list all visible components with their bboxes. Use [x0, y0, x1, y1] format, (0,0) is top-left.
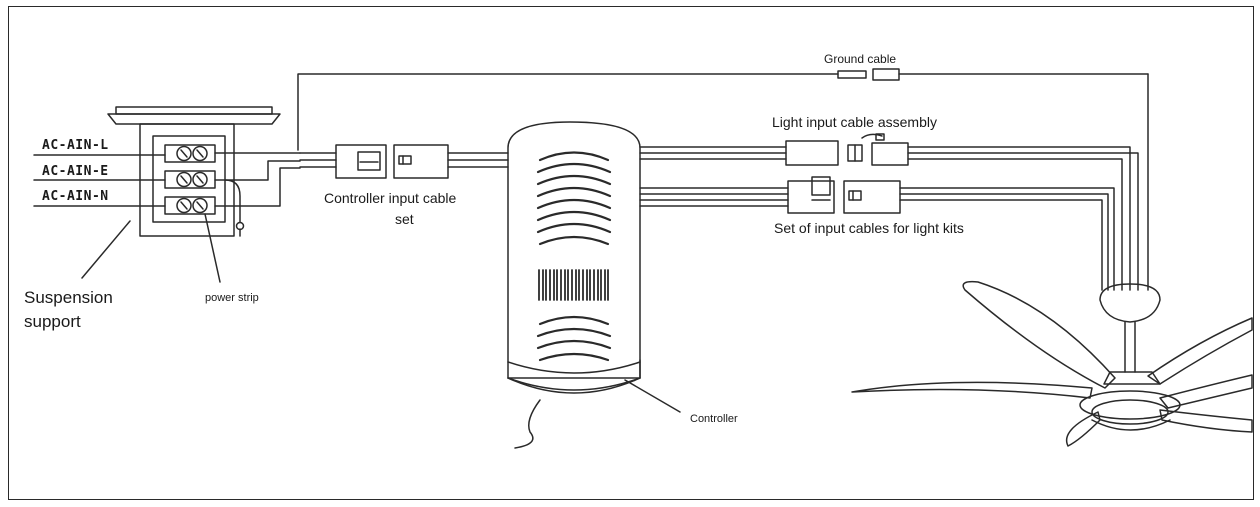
label-ground-cable: Ground cable: [824, 52, 897, 66]
label-suspension-line1: Suspension: [24, 288, 113, 307]
label-suspension-support: Suspension support: [24, 286, 113, 334]
controller-input-connectors: [335, 144, 509, 179]
suspension-support: [81, 106, 281, 279]
label-power-strip: power strip: [205, 292, 259, 304]
label-ac-ain-n: AC-AIN-N: [42, 189, 109, 204]
light-input-cable-assembly: [639, 133, 1139, 291]
label-suspension-line2: support: [24, 312, 81, 331]
label-light-input-cable-assembly: Light input cable assembly: [772, 114, 937, 130]
power-strip: [152, 135, 226, 283]
label-controller-input-cable-set: set: [395, 211, 414, 227]
ceiling-fan: [851, 280, 1253, 447]
terminal-neutral: [164, 196, 216, 215]
label-controller-input-cable: Controller input cable: [324, 190, 457, 206]
supply-wires: [33, 154, 166, 207]
terminal-line: [164, 144, 216, 163]
controller-barcode: [538, 269, 609, 301]
label-ac-ain-e: AC-AIN-E: [42, 164, 109, 179]
label-controller: Controller: [690, 413, 738, 425]
controller: [507, 121, 681, 449]
label-ac-ain-l: AC-AIN-L: [42, 138, 109, 153]
light-kit-cables: [639, 176, 1115, 291]
terminal-earth: [164, 170, 216, 189]
label-light-kit-cables: Set of input cables for light kits: [774, 220, 964, 236]
ground-cable: [297, 68, 1149, 291]
diagram-frame: [8, 6, 1254, 500]
terminal-output-wires: [214, 152, 337, 237]
